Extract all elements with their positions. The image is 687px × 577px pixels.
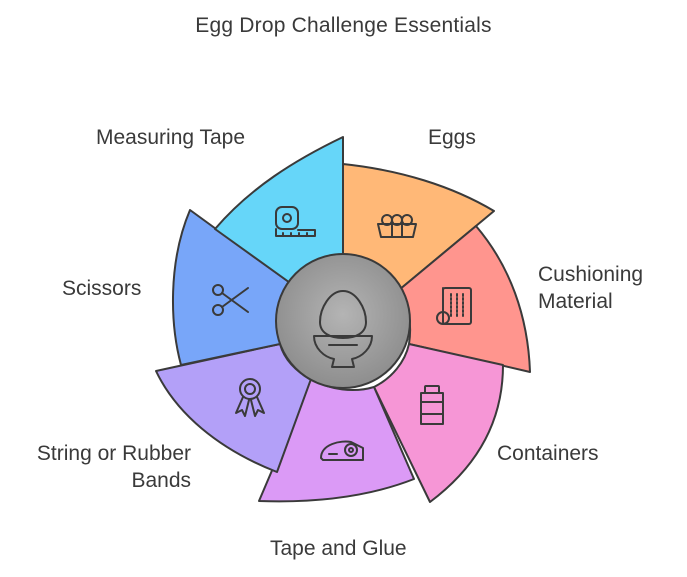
center-hub bbox=[275, 253, 411, 389]
tape-dispenser-icon bbox=[320, 440, 364, 461]
scissors-icon bbox=[212, 284, 249, 316]
segment-tape-shape bbox=[258, 378, 415, 503]
label-containers: Containers bbox=[497, 442, 599, 465]
label-eggs: Eggs bbox=[428, 126, 476, 149]
rosette-icon bbox=[235, 378, 265, 417]
bubble-wrap-roll-icon bbox=[436, 287, 472, 325]
label-tape-and-glue: Tape and Glue bbox=[270, 537, 407, 560]
segment-tape bbox=[258, 378, 415, 503]
label-scissors: Scissors bbox=[62, 277, 142, 300]
measuring-tape-icon bbox=[275, 206, 316, 237]
diagram-title: Egg Drop Challenge Essentials bbox=[195, 14, 492, 37]
egg-in-cup-icon bbox=[313, 290, 373, 368]
egg-carton-icon bbox=[377, 214, 417, 238]
jar-icon bbox=[420, 385, 444, 425]
label-measuring-tape: Measuring Tape bbox=[96, 126, 246, 149]
segment-containers bbox=[373, 343, 504, 503]
